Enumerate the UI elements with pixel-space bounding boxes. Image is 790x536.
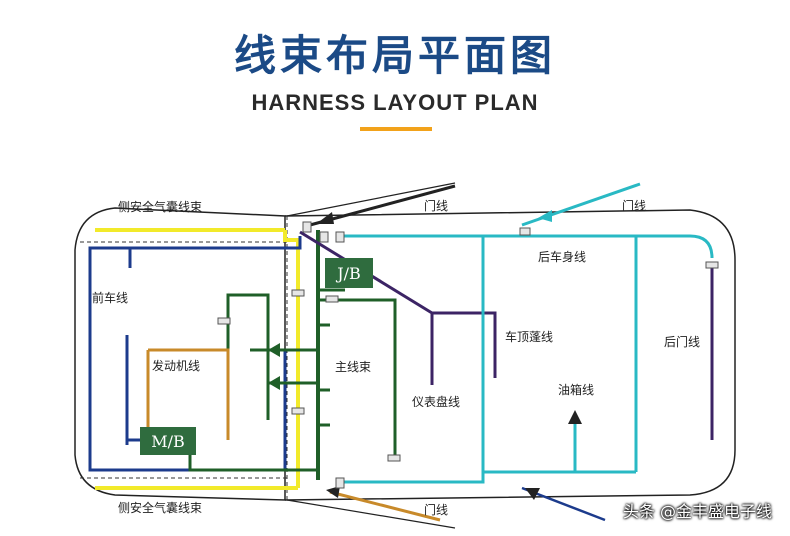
engine-harness-line [148, 348, 230, 440]
mb-box [140, 427, 196, 455]
connector [325, 295, 339, 303]
arrow-door-rear-top [538, 210, 552, 222]
arrow-main-2 [268, 376, 280, 390]
door-hinge-front-top [286, 182, 456, 217]
watermark: 头条 @金丰盛电子线 [622, 502, 772, 521]
label-engine-harness: 发动机线 [152, 358, 200, 373]
rear-body-harness-bottom [340, 470, 636, 484]
connector [519, 227, 531, 236]
label-rear-door-harness: 后门线 [664, 334, 700, 349]
label-door-rear-top: 门线 [622, 198, 646, 213]
label-door-front-bottom: 门线 [424, 502, 448, 517]
connector [302, 221, 312, 233]
mb-box-label: M/B [151, 432, 185, 451]
main-harness-right-branch [318, 298, 397, 455]
instrument-harness-horizontal [432, 311, 497, 378]
label-rear-body-harness: 后车身线 [538, 249, 586, 264]
side-airbag-harness-vertical [283, 230, 300, 488]
label-main-harness: 主线束 [335, 360, 371, 374]
label-door-front-top: 门线 [424, 198, 448, 213]
connector [319, 231, 329, 243]
main-harness-engine-branch [226, 293, 270, 420]
label-roof-harness: 车顶蓬线 [505, 329, 553, 344]
arrow-door-front-bottom [326, 486, 340, 498]
arrow-fuel-tank [568, 410, 582, 424]
car-body-outline [74, 207, 286, 501]
connector [291, 289, 305, 297]
arrow-door-front-top [316, 212, 334, 224]
jb-box [325, 258, 373, 288]
label-instrument-harness: 仪表盘线 [412, 394, 460, 409]
label-front-harness: 前车线 [92, 290, 128, 305]
connector [335, 477, 345, 489]
arrow-main-1 [268, 343, 280, 357]
label-side-airbag-top: 侧安全气囊线束 [118, 199, 202, 214]
car-body-outline-rear [284, 209, 736, 501]
connector [387, 454, 401, 462]
door-harness-front-top-line [309, 184, 456, 227]
door-hinge-front-bottom [286, 499, 456, 529]
arrow-door-rear-bottom [525, 488, 540, 500]
connector [217, 317, 231, 325]
jb-box-label: J/B [335, 264, 361, 283]
door-harness-front-bottom-orange [329, 490, 441, 522]
connector [705, 261, 719, 269]
main-harness-to-mb [188, 455, 318, 472]
title-underline [360, 127, 432, 131]
page-subtitle: HARNESS LAYOUT PLAN [251, 90, 539, 115]
rear-body-harness-top [340, 234, 714, 259]
label-side-airbag-bottom: 侧安全气囊线束 [118, 500, 202, 515]
front-harness-line [88, 236, 302, 472]
label-fuel-tank-harness: 油箱线 [558, 382, 594, 397]
connector [335, 231, 345, 243]
connector [291, 407, 305, 415]
page-title: 线束布局平面图 [233, 31, 556, 80]
